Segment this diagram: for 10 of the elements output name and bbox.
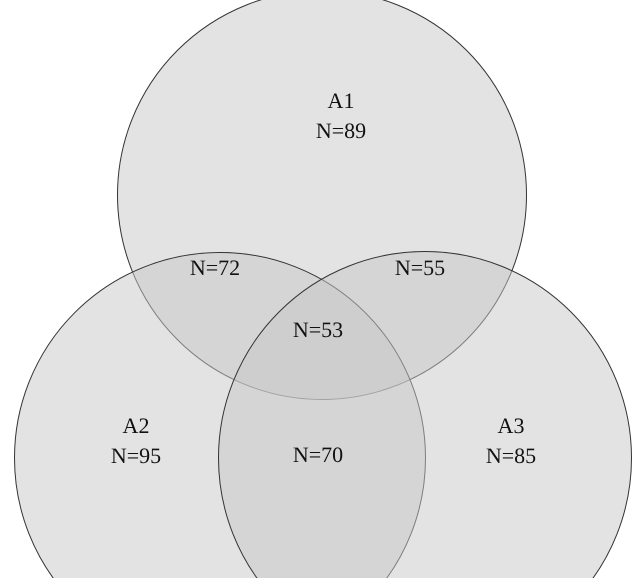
- count-label: N=70: [292, 444, 344, 466]
- count-label: N=89: [316, 120, 366, 142]
- set-name: A3: [498, 415, 524, 437]
- count-label: N=95: [110, 445, 162, 467]
- count-label: N=85: [486, 445, 536, 467]
- set-name: A1: [328, 90, 354, 112]
- set-name: A2: [122, 415, 150, 437]
- count-label: N=55: [394, 257, 446, 279]
- count-label: N=72: [190, 257, 240, 279]
- count-label: N=53: [292, 319, 344, 341]
